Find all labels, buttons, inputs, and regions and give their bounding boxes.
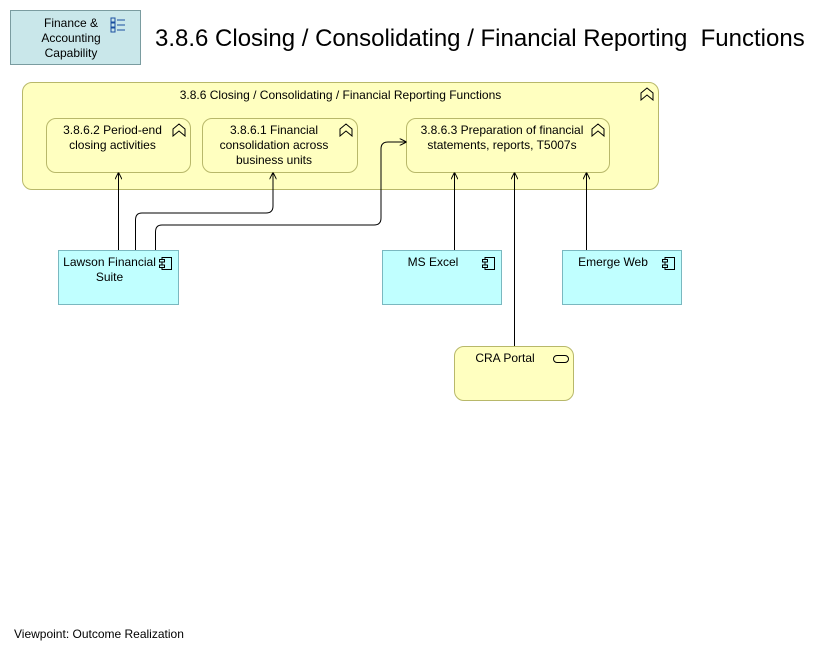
function-3-8-6-3[interactable]: 3.8.6.3 Preparation of financial stateme… <box>406 118 610 173</box>
relationship-lawson-to-consolidation[interactable] <box>135 173 274 250</box>
function-label: 3.8.6.2 Period-end closing activities <box>63 123 162 152</box>
service-label: CRA Portal <box>475 351 535 365</box>
application-label: Lawson Financial Suite <box>63 255 156 284</box>
service-cra-portal[interactable]: CRA Portal <box>454 346 574 401</box>
function-group-label: 3.8.6 Closing / Consolidating / Financia… <box>179 88 502 102</box>
diagram-title: 3.8.6 Closing / Consolidating / Financia… <box>155 25 805 52</box>
function-icon <box>640 87 654 101</box>
capability-icon <box>110 17 125 33</box>
function-icon <box>339 123 353 137</box>
application-component-icon <box>662 257 675 270</box>
service-icon <box>553 355 569 363</box>
function-3-8-6-1[interactable]: 3.8.6.1 Financial consolidation across b… <box>202 118 358 173</box>
relationship-lawson-to-preparation[interactable] <box>155 142 407 250</box>
function-label: 3.8.6.1 Financial consolidation across b… <box>219 123 329 167</box>
application-ms-excel[interactable]: MS Excel <box>382 250 502 305</box>
application-component-icon <box>159 257 172 270</box>
application-label: Emerge Web <box>578 255 648 269</box>
application-label: MS Excel <box>407 255 459 269</box>
function-icon <box>591 123 605 137</box>
capability-label: Finance & Accounting Capability <box>41 16 101 60</box>
function-icon <box>172 123 186 137</box>
application-component-icon <box>482 257 495 270</box>
function-3-8-6-2[interactable]: 3.8.6.2 Period-end closing activities <box>46 118 191 173</box>
application-lawson-financial-suite[interactable]: Lawson Financial Suite <box>58 250 179 305</box>
viewpoint-label: Viewpoint: Outcome Realization <box>14 627 184 641</box>
function-label: 3.8.6.3 Preparation of financial stateme… <box>420 123 584 152</box>
application-emerge-web[interactable]: Emerge Web <box>562 250 682 305</box>
capability-box[interactable]: Finance & Accounting Capability <box>10 10 141 65</box>
